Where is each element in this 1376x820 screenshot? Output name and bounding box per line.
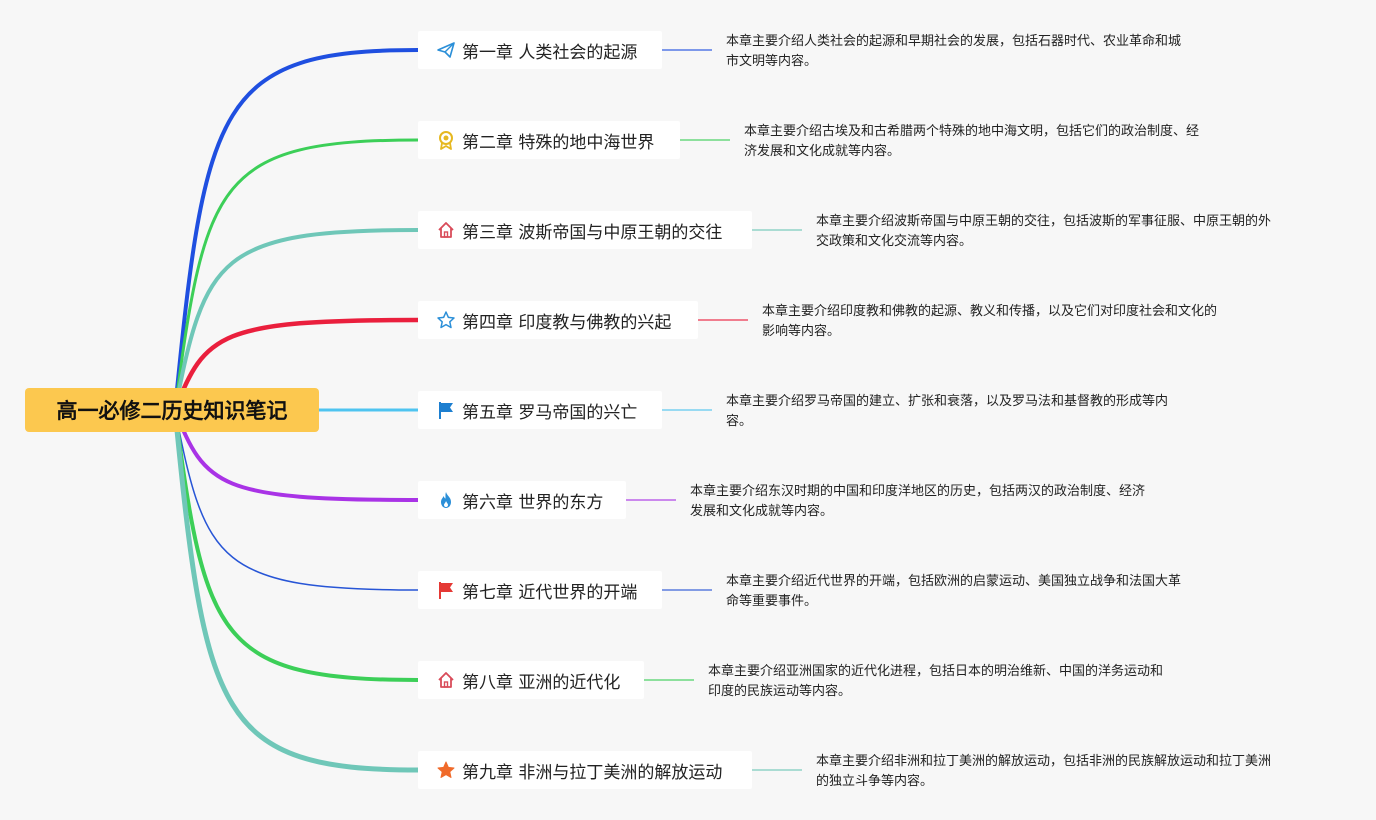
chapter-description-1[interactable]: 本章主要介绍人类社会的起源和早期社会的发展，包括石器时代、农业革命和城市文明等内… [726,32,1182,72]
description-line: 影响等内容。 [762,324,841,339]
branch-line-4 [172,317,421,413]
chapter-description-8[interactable]: 本章主要介绍亚洲国家的近代化进程，包括日本的明治维新、中国的洋务运动和印度的民族… [708,662,1164,702]
chapter-title: 第八章 亚洲的近代化 [462,672,621,693]
chapter-node-2[interactable]: 第二章 特殊的地中海世界 [418,121,680,159]
description-line: 容。 [726,414,753,429]
flag-icon [436,400,456,420]
chapter-description-9[interactable]: 本章主要介绍非洲和拉丁美洲的解放运动，包括非洲的民族解放运动和拉丁美洲的独立斗争… [816,752,1272,792]
description-line: 本章主要介绍印度教和佛教的起源、教义和传播，以及它们对印度社会和文化的 [762,304,1218,319]
chapter-node-4[interactable]: 第四章 印度教与佛教的兴起 [418,301,698,339]
chapter-description-2[interactable]: 本章主要介绍古埃及和古希腊两个特殊的地中海文明，包括它们的政治制度、经济发展和文… [744,122,1200,162]
branch-line-1 [173,48,420,412]
description-line: 印度的民族运动等内容。 [708,684,852,699]
branch-line-2 [173,138,420,412]
branch-line-3 [173,228,420,412]
description-line: 本章主要介绍非洲和拉丁美洲的解放运动，包括非洲的民族解放运动和拉丁美洲 [816,754,1272,769]
chapter-title: 第六章 世界的东方 [462,492,604,513]
chapter-title: 第七章 近代世界的开端 [462,582,638,603]
chapter-title: 第一章 人类社会的起源 [462,42,638,63]
chapter-description-3[interactable]: 本章主要介绍波斯帝国与中原王朝的交往，包括波斯的军事征服、中原王朝的外交政策和文… [816,212,1272,252]
chapter-title: 第二章 特殊的地中海世界 [462,132,655,153]
chapter-node-7[interactable]: 第七章 近代世界的开端 [418,571,662,609]
branch-line-7 [174,409,419,591]
chapter-node-6[interactable]: 第六章 世界的东方 [418,481,626,519]
chapter-description-6[interactable]: 本章主要介绍东汉时期的中国和印度洋地区的历史，包括两汉的政治制度、经济发展和文化… [690,482,1146,522]
chapter-node-3[interactable]: 第三章 波斯帝国与中原王朝的交往 [418,211,752,249]
description-line: 的独立斗争等内容。 [816,774,934,789]
description-line: 本章主要介绍近代世界的开端，包括欧洲的启蒙运动、美国独立战争和法国大革 [726,574,1182,589]
branch-line-8 [173,408,420,682]
red-flag-icon [436,580,456,600]
description-line: 本章主要介绍罗马帝国的建立、扩张和衰落，以及罗马法和基督教的形成等内 [726,394,1169,409]
branch-line-6 [173,408,420,502]
description-line: 本章主要介绍波斯帝国与中原王朝的交往，包括波斯的军事征服、中原王朝的外 [816,214,1272,229]
description-line: 本章主要介绍古埃及和古希腊两个特殊的地中海文明，包括它们的政治制度、经 [744,124,1200,139]
chapter-node-1[interactable]: 第一章 人类社会的起源 [418,31,662,69]
home-icon [436,220,456,240]
star-outline-icon [436,310,456,330]
description-line: 市文明等内容。 [726,54,818,69]
description-line: 本章主要介绍人类社会的起源和早期社会的发展，包括石器时代、农业革命和城 [726,34,1182,49]
chapter-description-7[interactable]: 本章主要介绍近代世界的开端，包括欧洲的启蒙运动、美国独立战争和法国大革命等重要事… [726,572,1182,612]
chapter-title: 第五章 罗马帝国的兴亡 [462,402,638,423]
chapter-node-9[interactable]: 第九章 非洲与拉丁美洲的解放运动 [418,751,752,789]
chapter-node-5[interactable]: 第五章 罗马帝国的兴亡 [418,391,662,429]
branch-line-9 [172,407,421,773]
star-filled-icon [436,760,456,780]
chapter-node-8[interactable]: 第八章 亚洲的近代化 [418,661,644,699]
description-line: 命等重要事件。 [726,594,818,609]
description-line: 本章主要介绍东汉时期的中国和印度洋地区的历史，包括两汉的政治制度、经济 [690,484,1146,499]
award-ribbon-icon [436,130,456,150]
home-icon [436,670,456,690]
chapter-title: 第四章 印度教与佛教的兴起 [462,312,672,333]
description-line: 发展和文化成就等内容。 [690,504,834,519]
chapter-title: 第三章 波斯帝国与中原王朝的交往 [462,222,723,243]
paper-plane-icon [436,40,456,60]
description-line: 济发展和文化成就等内容。 [744,144,901,159]
chapter-title: 第九章 非洲与拉丁美洲的解放运动 [462,762,723,783]
chapter-description-4[interactable]: 本章主要介绍印度教和佛教的起源、教义和传播，以及它们对印度社会和文化的影响等内容… [762,302,1218,342]
description-line: 交政策和文化交流等内容。 [816,234,973,249]
chapter-description-5[interactable]: 本章主要介绍罗马帝国的建立、扩张和衰落，以及罗马法和基督教的形成等内容。 [726,392,1169,432]
fire-icon [436,490,456,510]
root-topic[interactable]: 高一必修二历史知识笔记 [25,388,319,432]
description-line: 本章主要介绍亚洲国家的近代化进程，包括日本的明治维新、中国的洋务运动和 [708,664,1164,679]
